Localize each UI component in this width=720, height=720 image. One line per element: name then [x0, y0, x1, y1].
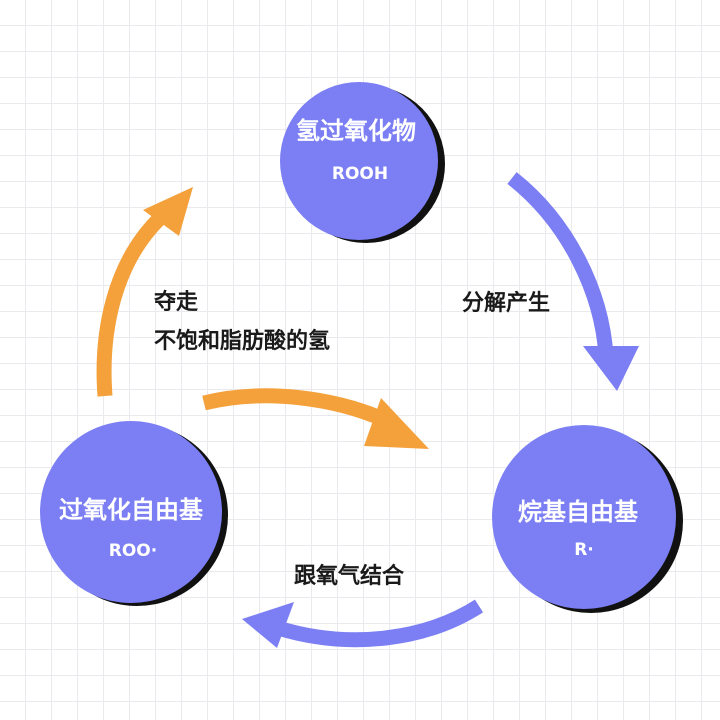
arrow-combine-oxygen — [242, 599, 484, 648]
arrow-combine-oxygen-head — [242, 602, 294, 648]
label-combine-oxygen: 跟氧气结合 — [294, 563, 405, 589]
arrow-decompose — [507, 172, 639, 391]
label-decompose: 分解产生 — [462, 290, 550, 316]
arrow-decompose-head — [583, 346, 639, 391]
node-rooh: 氢过氧化物 ROOH — [280, 82, 445, 243]
node-alkyl-radical-title: 烷基自由基 — [518, 498, 639, 526]
node-rooh-title: 氢过氧化物 — [296, 117, 416, 145]
arrow-to-rooh-head — [143, 187, 193, 236]
node-peroxyl-radical-formula: ROO· — [109, 541, 157, 561]
arrow-abstract-hydrogen-head — [364, 398, 429, 449]
label-abstract-h-line2: 不饱和脂肪酸的氢 — [154, 328, 330, 354]
node-peroxyl-radical: 过氧化自由基 ROO· — [40, 421, 228, 606]
node-peroxyl-radical-title: 过氧化自由基 — [59, 496, 204, 524]
node-peroxyl-radical-circle — [40, 421, 222, 603]
arrow-abstract-hydrogen — [202, 388, 429, 449]
node-rooh-circle — [280, 82, 438, 240]
arrow-to-rooh-shaft — [96, 212, 166, 397]
node-alkyl-radical-circle — [492, 425, 676, 609]
label-abstract-h-line1: 夺走 — [153, 290, 198, 315]
arrow-decompose-shaft — [507, 172, 614, 357]
arrow-abstract-hydrogen-shaft — [202, 388, 389, 427]
arrow-combine-oxygen-shaft — [275, 599, 484, 648]
node-alkyl-radical-formula: R· — [574, 540, 594, 560]
arrow-to-rooh — [96, 187, 193, 397]
node-alkyl-radical: 烷基自由基 R· — [492, 425, 683, 613]
node-rooh-formula: ROOH — [332, 164, 388, 184]
